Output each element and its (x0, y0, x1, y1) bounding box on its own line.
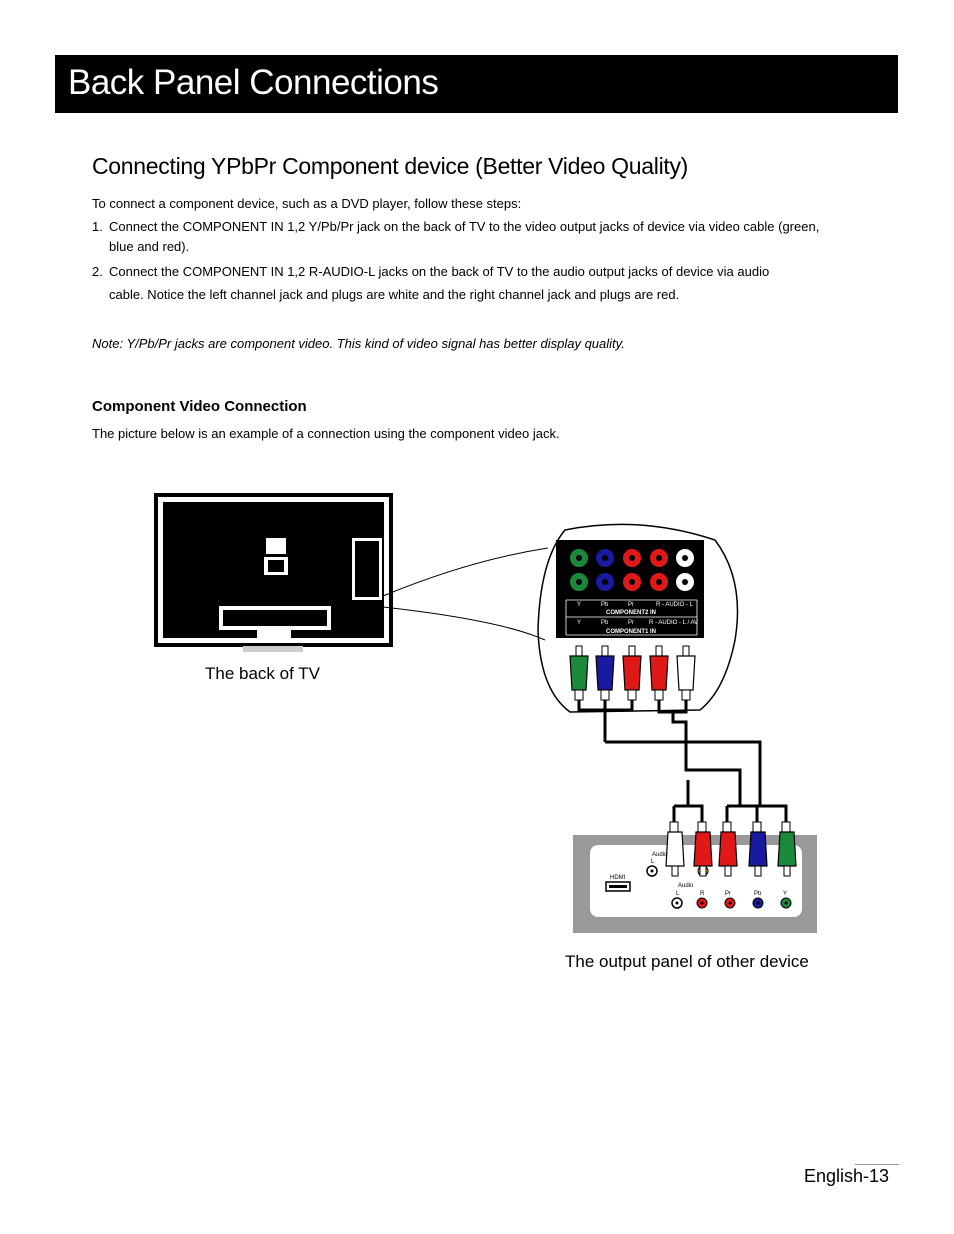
plug-blue-bottom (748, 821, 768, 877)
step-2-line-1: Connect the COMPONENT IN 1,2 R-AUDIO-L j… (109, 264, 770, 279)
tv-label-audio-2: R - AUDIO - L / AV (649, 620, 698, 626)
plug-red-bottom-1 (693, 821, 713, 877)
plug-green-bottom (777, 821, 797, 877)
device-jack-label-l: L (676, 891, 680, 897)
device-audio-bottom-label: Audio (678, 883, 694, 889)
device-jack-label-pr: Pr (725, 891, 731, 897)
tv-side-plugs (569, 645, 696, 701)
tv-back-illustration (154, 493, 393, 652)
page-title: Back Panel Connections (68, 63, 439, 102)
tv-component-panel: Y Pb Pr R - AUDIO - L COMPONENT2 IN Y Pb… (556, 540, 704, 638)
tv-label-pr-1: Pr (628, 602, 634, 608)
footer-rule (855, 1164, 899, 1165)
zoom-circle-outline (537, 523, 739, 713)
plug-red-top-2 (649, 645, 669, 701)
tv-back-caption: The back of TV (205, 664, 320, 683)
device-panel-caption: The output panel of other device (565, 952, 809, 971)
step-2-number: 2. (92, 264, 103, 279)
tv-jacks-row-1 (570, 549, 694, 567)
tv-component2-title: COMPONENT2 IN (606, 610, 656, 616)
plug-white-top (676, 645, 696, 701)
device-audio-top-label: Audio (652, 852, 668, 858)
step-1-line-1: Connect the COMPONENT IN 1,2 Y/Pb/Pr jac… (109, 219, 820, 234)
step-1-line-2: blue and red). (109, 239, 190, 254)
step-2-line-2: cable. Notice the left channel jack and … (109, 287, 680, 302)
device-jack-label-y: Y (783, 891, 787, 897)
section-title: Connecting YPbPr Component device (Bette… (92, 153, 689, 179)
page-number: English-13 (804, 1166, 890, 1186)
subsection-title: Component Video Connection (92, 398, 307, 415)
tv-component1-title: COMPONENT1 IN (606, 629, 656, 635)
tv-jacks-row-2 (570, 573, 694, 591)
page-header: Back Panel Connections (55, 55, 898, 113)
tv-label-audio-1: R - AUDIO - L (656, 602, 694, 608)
device-jack-label-r: R (700, 891, 705, 897)
plug-green-top (569, 645, 589, 701)
tv-label-y-1: Y (577, 602, 581, 608)
note-text: Note: Y/Pb/Pr jacks are component video.… (92, 336, 625, 351)
device-jack-label-pb: Pb (754, 891, 762, 897)
device-hdmi-label: HDMI (610, 875, 626, 881)
step-1-number: 1. (92, 219, 103, 234)
device-audio-top-l: L (651, 859, 655, 865)
intro-text: To connect a component device, such as a… (92, 196, 522, 211)
plug-red-top-1 (622, 645, 642, 701)
plug-blue-top (595, 645, 615, 701)
plug-white-bottom (665, 821, 685, 877)
tv-label-y-2: Y (577, 620, 581, 626)
device-side-plugs (665, 821, 797, 877)
subsection-text: The picture below is an example of a con… (92, 426, 560, 441)
tv-label-pb-2: Pb (601, 620, 609, 626)
tv-label-pb-1: Pb (601, 602, 609, 608)
plug-red-bottom-2 (718, 821, 738, 877)
tv-label-pr-2: Pr (628, 620, 634, 626)
cables (577, 700, 788, 822)
